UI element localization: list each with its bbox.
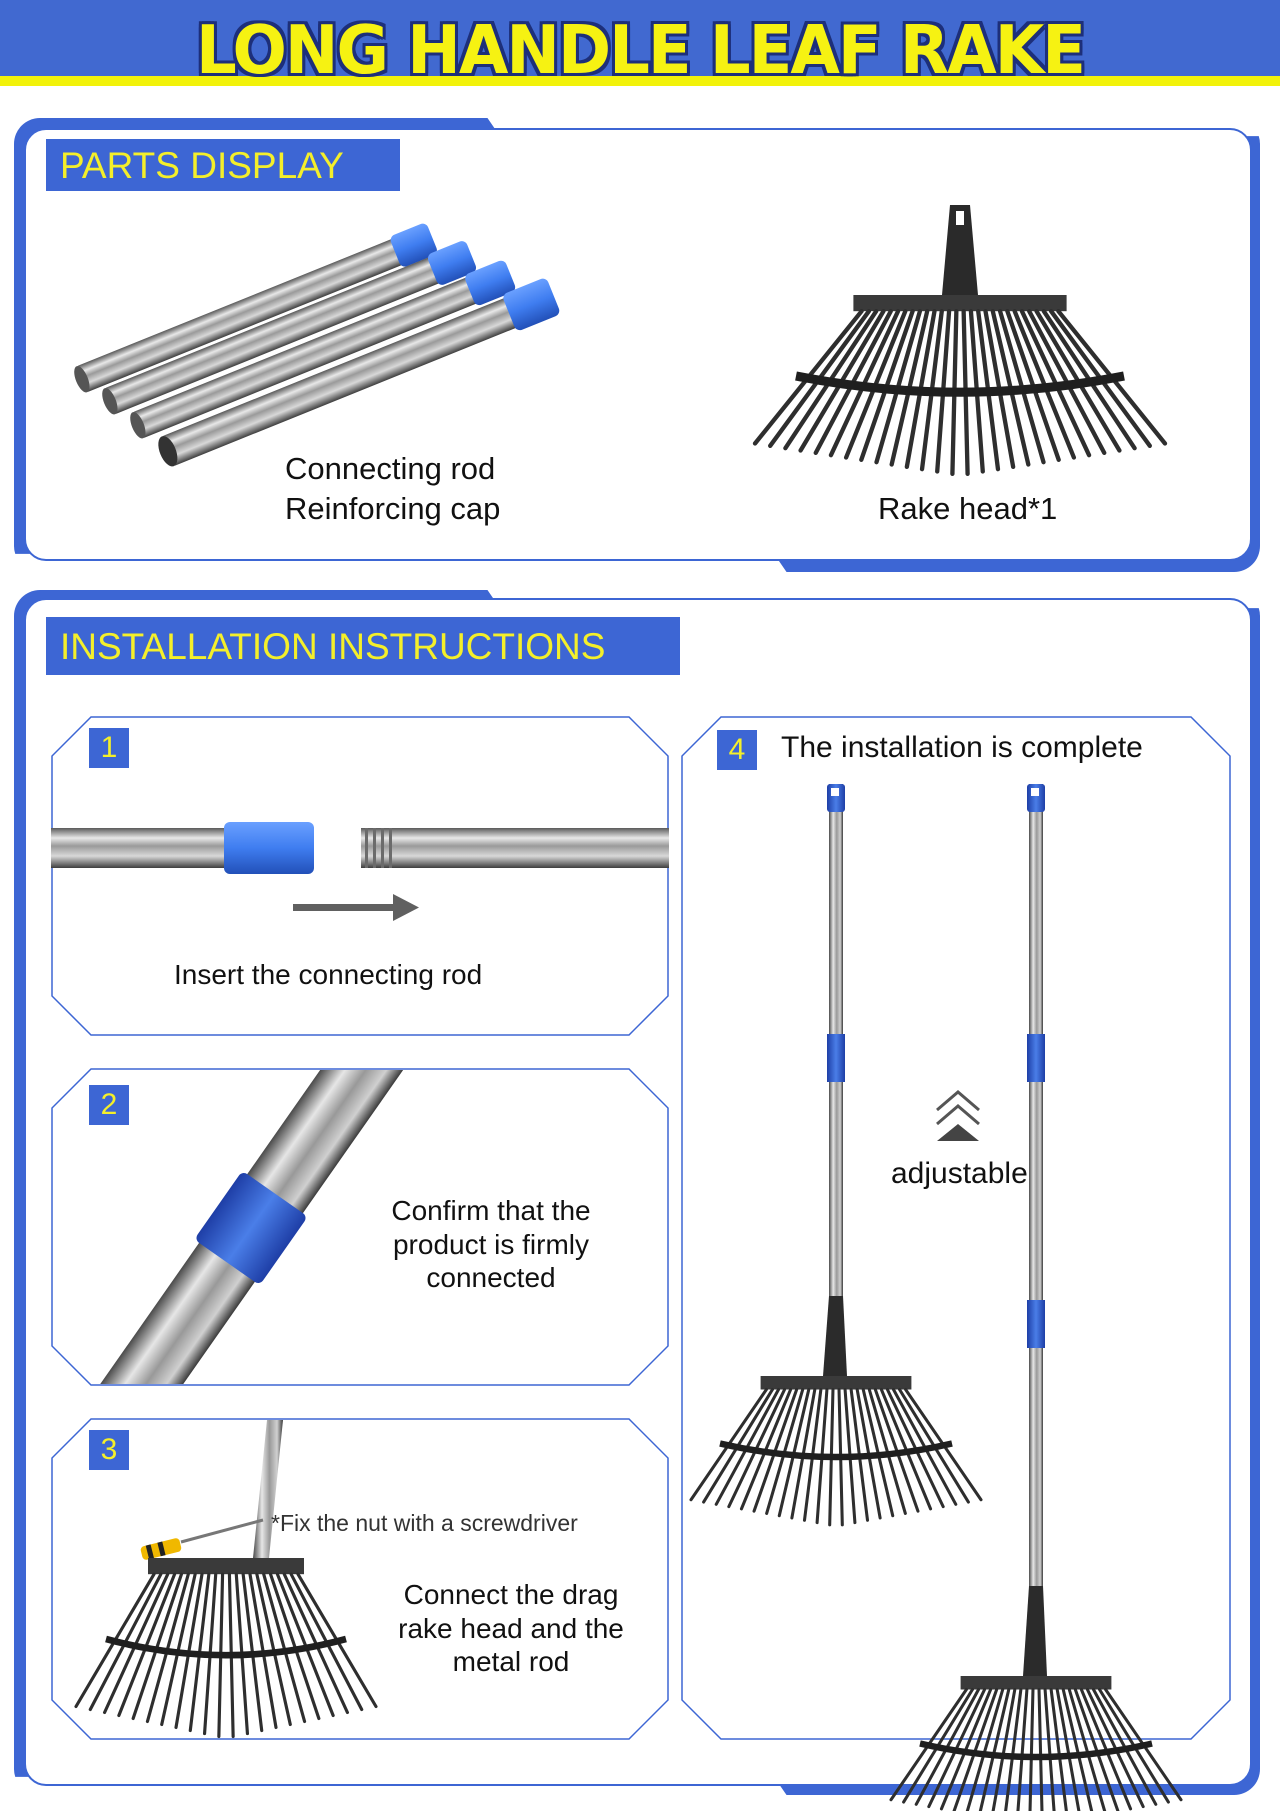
step-4-number: 4 (717, 730, 757, 770)
cap-1 (390, 223, 437, 267)
rake-head-caption: Rake head*1 (878, 491, 1058, 526)
rake-head (74, 1558, 378, 1739)
cap-2 (427, 241, 477, 285)
rod-caption-line1: Connecting rod (285, 451, 496, 486)
step-3-number: 3 (89, 1430, 129, 1470)
arrow-shaft (293, 904, 393, 911)
arrow-right-icon (393, 894, 419, 921)
step-3-caption: Connect the drag rake head and the metal… (366, 1578, 656, 1679)
step-1-panel: 1 Insert the connecting rod (51, 716, 669, 1036)
install-tab: INSTALLATION INSTRUCTIONS (46, 617, 680, 675)
rod-2 (103, 251, 456, 414)
step-3-illustration (74, 1420, 378, 1739)
step-3-note: *Fix the nut with a screwdriver (271, 1510, 578, 1536)
rod-3 (131, 271, 493, 438)
step-2-number: 2 (89, 1085, 129, 1125)
rod-4 (161, 292, 533, 466)
step-1-illustration (51, 822, 669, 921)
assembled-rake-tall (889, 784, 1183, 1811)
rake-head (689, 1376, 983, 1527)
rod-caption-line2: Reinforcing cap (285, 491, 501, 526)
connecting-rod-illustration (74, 223, 560, 467)
step-4-panel: 4 The installation is complete adju (681, 716, 1231, 1811)
step-3-caption-line3: metal rod (452, 1646, 570, 1678)
step-2-caption-line1: Confirm that the (391, 1195, 591, 1226)
screwdriver-icon (140, 1518, 264, 1560)
reinforcing-cap (196, 1173, 306, 1283)
assembled-rake-short (689, 784, 983, 1527)
step-4-illustration (689, 784, 1183, 1811)
reinforcing-cap (224, 822, 314, 874)
step-2-caption: Confirm that the product is firmly conne… (341, 1194, 641, 1295)
step-2-caption-line3: connected (426, 1262, 556, 1294)
step-1-number: 1 (89, 728, 129, 768)
rake-head-illustration (752, 205, 1168, 476)
step-2-illustration (96, 1070, 406, 1384)
header-stripe (0, 76, 1280, 86)
step-3-caption-line1: Connect the drag (403, 1579, 619, 1610)
step-3-caption-line2: rake head and the (398, 1612, 624, 1644)
step-2-caption-line2: product is firmly (392, 1228, 590, 1260)
rake-head (889, 1676, 1183, 1811)
page-title: LONG HANDLE LEAF RAKE (196, 12, 1086, 90)
rod-1 (75, 233, 418, 392)
rake-head (752, 205, 1168, 476)
parts-tab: PARTS DISPLAY (46, 139, 400, 191)
cap-3 (465, 260, 516, 306)
rod-bundle (74, 223, 560, 467)
adjust-label: adjustable (891, 1157, 1028, 1190)
step-1-caption: Insert the connecting rod (174, 959, 483, 990)
metal-rod (253, 1420, 283, 1558)
header-bar (0, 0, 1280, 82)
adjust-up-arrow-icon (937, 1124, 979, 1141)
cap-4 (503, 278, 560, 331)
step-3-panel: 3 *Fix the nut with a screwdriver Connec… (51, 1418, 669, 1740)
step-2-panel: 2 Confirm that the product is firmly con… (51, 1068, 669, 1386)
adjust-arrows-icon (936, 1090, 980, 1126)
step-4-caption: The installation is complete (781, 731, 1143, 764)
